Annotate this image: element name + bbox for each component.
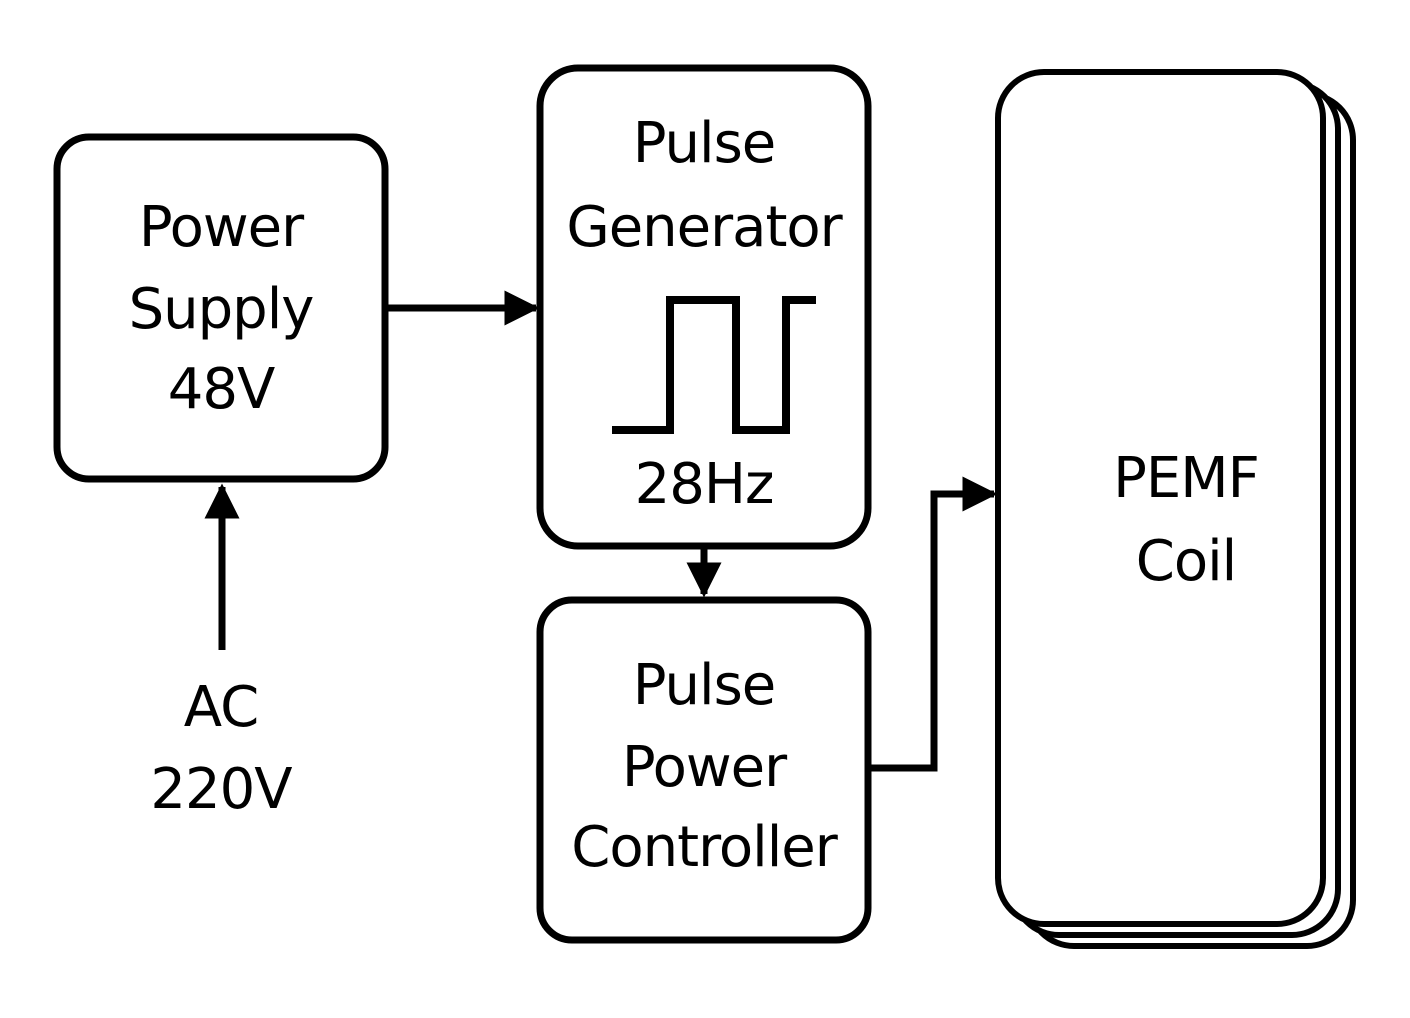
pemf-coil-label-line1: PEMF: [1113, 446, 1259, 511]
pulse-power-controller-block: Pulse Power Controller: [536, 596, 872, 944]
power-supply-box: [53, 133, 389, 483]
ac-input-label-line1: AC: [184, 675, 258, 740]
controller-label-line2: Power: [622, 735, 788, 800]
ac-input-label-line2: 220V: [150, 757, 292, 822]
square-wave-icon: [612, 296, 816, 434]
power-supply-label-line2: Supply: [129, 277, 314, 342]
pulse-generator-label-line2: Generator: [566, 195, 843, 260]
power-supply-block: Power Supply 48V: [53, 133, 389, 483]
ac-input: AC 220V: [150, 675, 293, 822]
controller-label-line1: Pulse: [633, 653, 775, 718]
power-supply-voltage: 48V: [168, 357, 275, 422]
pemf-coil-label-line2: Coil: [1136, 529, 1236, 594]
controller-label-line3: Controller: [571, 815, 838, 880]
arrow-controller-to-coil: [871, 476, 998, 772]
pulse-power-controller-box: [536, 596, 872, 944]
pulse-generator-block: Pulse Generator 28Hz: [536, 64, 872, 550]
power-supply-label-line1: Power: [139, 195, 305, 260]
pulse-generator-box: [536, 64, 872, 550]
pulse-frequency-label: 28Hz: [635, 452, 774, 517]
coil-winding-1: [995, 69, 1326, 927]
pulse-generator-label-line1: Pulse: [633, 111, 775, 176]
pemf-coil-block: PEMF Coil: [995, 69, 1356, 949]
